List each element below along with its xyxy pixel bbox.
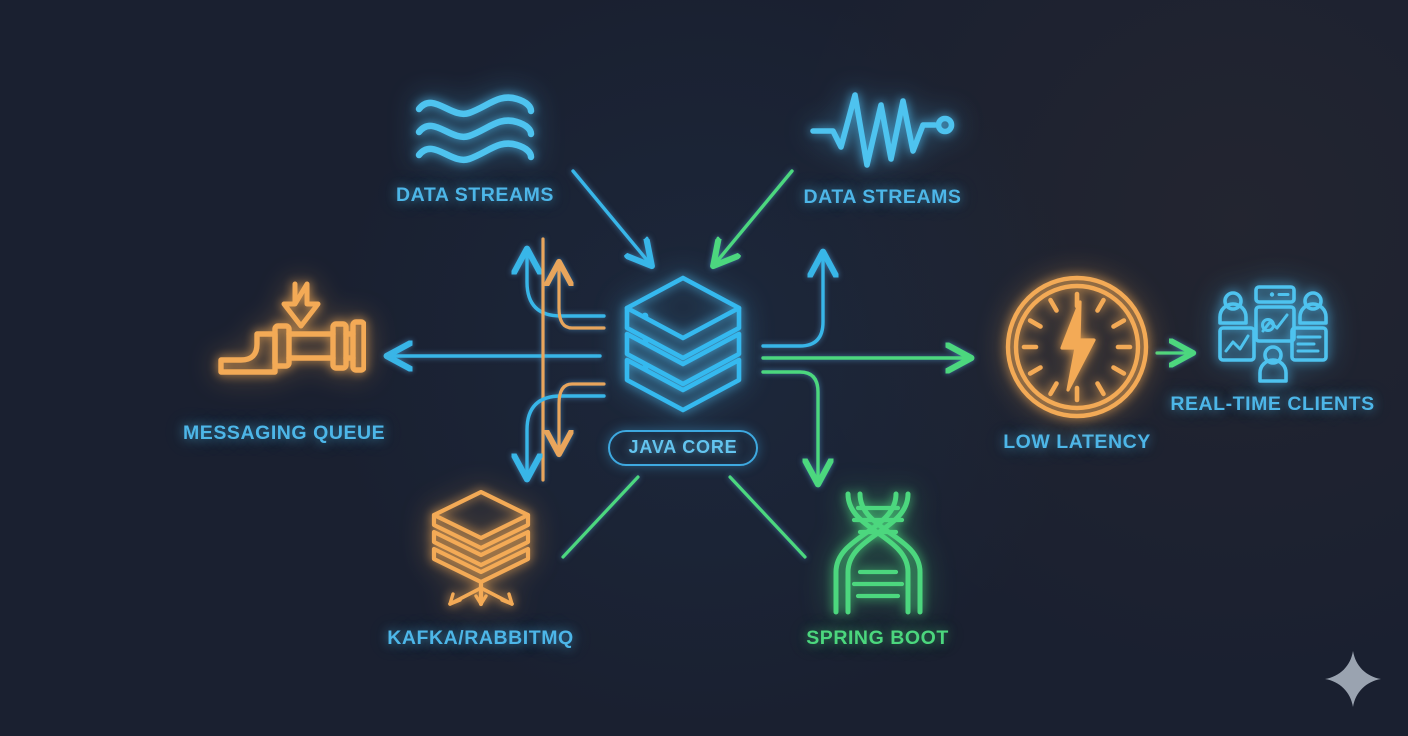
connector-streamsright-to-core bbox=[714, 169, 794, 265]
node-data-streams-left[interactable]: DATA STREAMS bbox=[375, 85, 575, 207]
wave-lines-icon bbox=[375, 85, 575, 175]
node-low-latency[interactable]: LOW LATENCY bbox=[987, 272, 1167, 454]
stacked-layers-distribute-icon bbox=[383, 488, 578, 618]
connector-springboot-to-core-line bbox=[728, 475, 807, 559]
sparkle-star-icon bbox=[1322, 648, 1384, 715]
node-label: SPRING BOOT bbox=[806, 627, 949, 649]
node-label: MESSAGING QUEUE bbox=[183, 422, 386, 444]
dna-helix-icon bbox=[790, 488, 965, 618]
node-label: REAL-TIME CLIENTS bbox=[1170, 393, 1375, 415]
node-label: DATA STREAMS bbox=[396, 184, 554, 206]
node-java-core[interactable]: JAVA CORE bbox=[588, 272, 778, 466]
node-label: DATA STREAMS bbox=[803, 186, 962, 208]
java-core-pill[interactable]: JAVA CORE bbox=[588, 430, 778, 466]
clock-lightning-icon bbox=[987, 272, 1167, 422]
node-kafka-rabbitmq[interactable]: KAFKA/RABBITMQ bbox=[383, 488, 578, 650]
stacked-database-icon bbox=[588, 272, 778, 422]
pipe-inflow-icon bbox=[183, 278, 383, 400]
connector-core-to-kafka-curve-up bbox=[559, 263, 606, 330]
waveform-pulse-icon bbox=[780, 85, 985, 177]
connector-streamsleft-to-core bbox=[571, 169, 651, 265]
node-data-streams-right[interactable]: DATA STREAMS bbox=[780, 85, 985, 209]
dashboard-users-icon bbox=[1170, 283, 1375, 387]
node-label: LOW LATENCY bbox=[1003, 431, 1151, 453]
connector-core-to-streamsright-curve bbox=[761, 253, 823, 348]
node-messaging-queue[interactable]: MESSAGING QUEUE bbox=[183, 278, 386, 445]
connector-core-to-springboot-curve bbox=[761, 370, 818, 483]
connector-core-to-kafka-curve-down bbox=[559, 382, 606, 453]
connector-kafka-to-core-line bbox=[561, 475, 640, 559]
java-core-label: JAVA CORE bbox=[607, 430, 759, 466]
node-spring-boot[interactable]: SPRING BOOT bbox=[790, 488, 965, 650]
node-label: KAFKA/RABBITMQ bbox=[387, 627, 574, 649]
node-real-time-clients[interactable]: REAL-TIME CLIENTS bbox=[1170, 283, 1375, 416]
